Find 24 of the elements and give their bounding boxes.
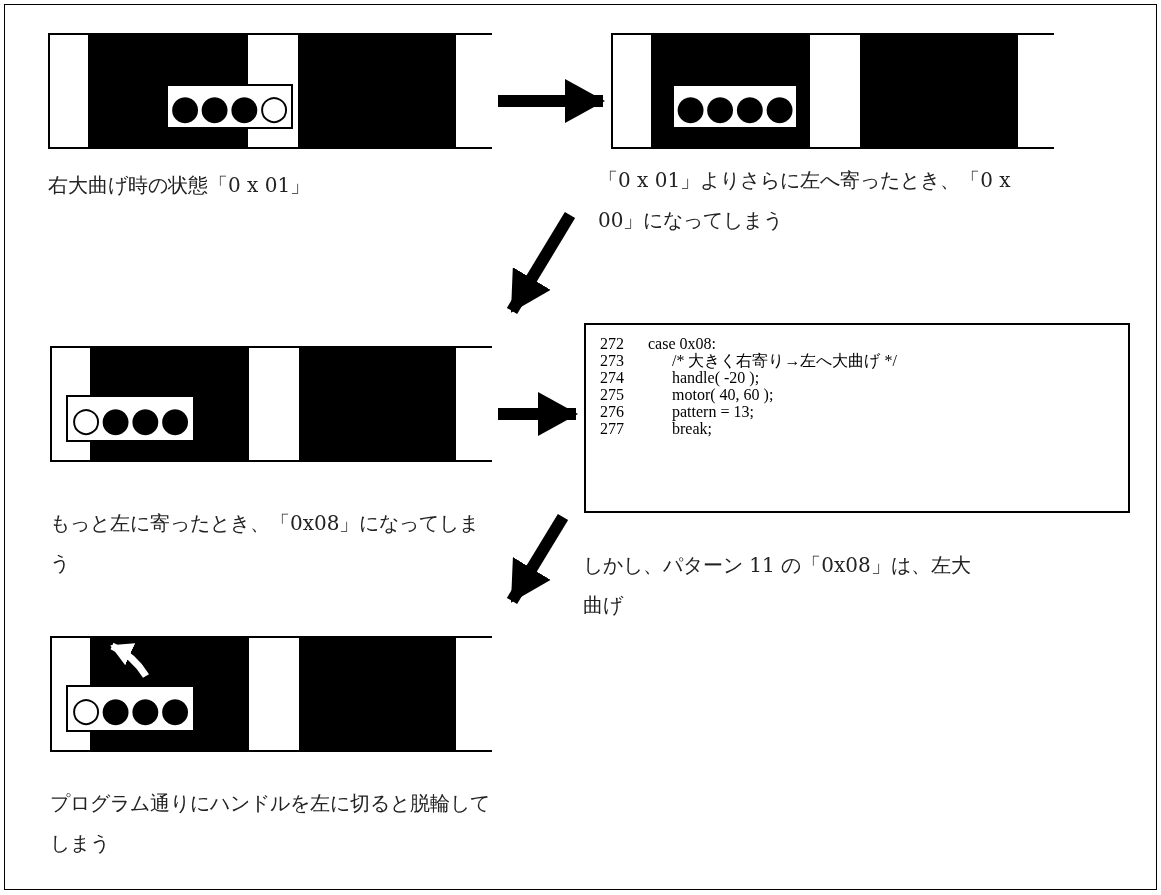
code-line: 276 pattern = 13; [600,403,755,420]
caption-text: 右大曲げ時の状態「0 x 01」 [48,172,312,199]
sensor-box: ○●●● [66,685,195,732]
arrow [498,79,605,123]
track-drawing [611,33,1054,149]
track-drawing [50,636,492,752]
caption-text: プログラム通りにハンドルを左に切ると脱輪してしまう [50,790,490,857]
track-drawing [48,33,492,149]
arrow [506,513,569,605]
sensor-box: ○●●● [66,395,195,442]
code-line: 273 /* 大きく右寄り→左へ大曲げ */ [600,352,898,369]
code-line: 275 motor( 40, 60 ); [600,386,775,403]
caption-text: しかし、パターン 11 の「0x08」は、左大曲げ [583,552,972,619]
code-line: 274 handle( -20 ); [600,369,761,386]
code-panel [584,323,1130,513]
sensor-box: ●●●○ [166,84,293,129]
caption-text: もっと左に寄ったとき、「0x08」になってしまう [50,510,481,577]
arrow [498,392,578,436]
caption-text: 「0 x 01」よりさらに左へ寄ったとき、「0 x 00」になってしまう [598,167,1012,234]
code-line: 277 break; [600,420,712,437]
track-drawing [50,346,492,462]
code-line: 272 case 0x08: [600,335,717,352]
arrow [506,211,576,315]
sensor-box: ●●●● [672,84,798,129]
